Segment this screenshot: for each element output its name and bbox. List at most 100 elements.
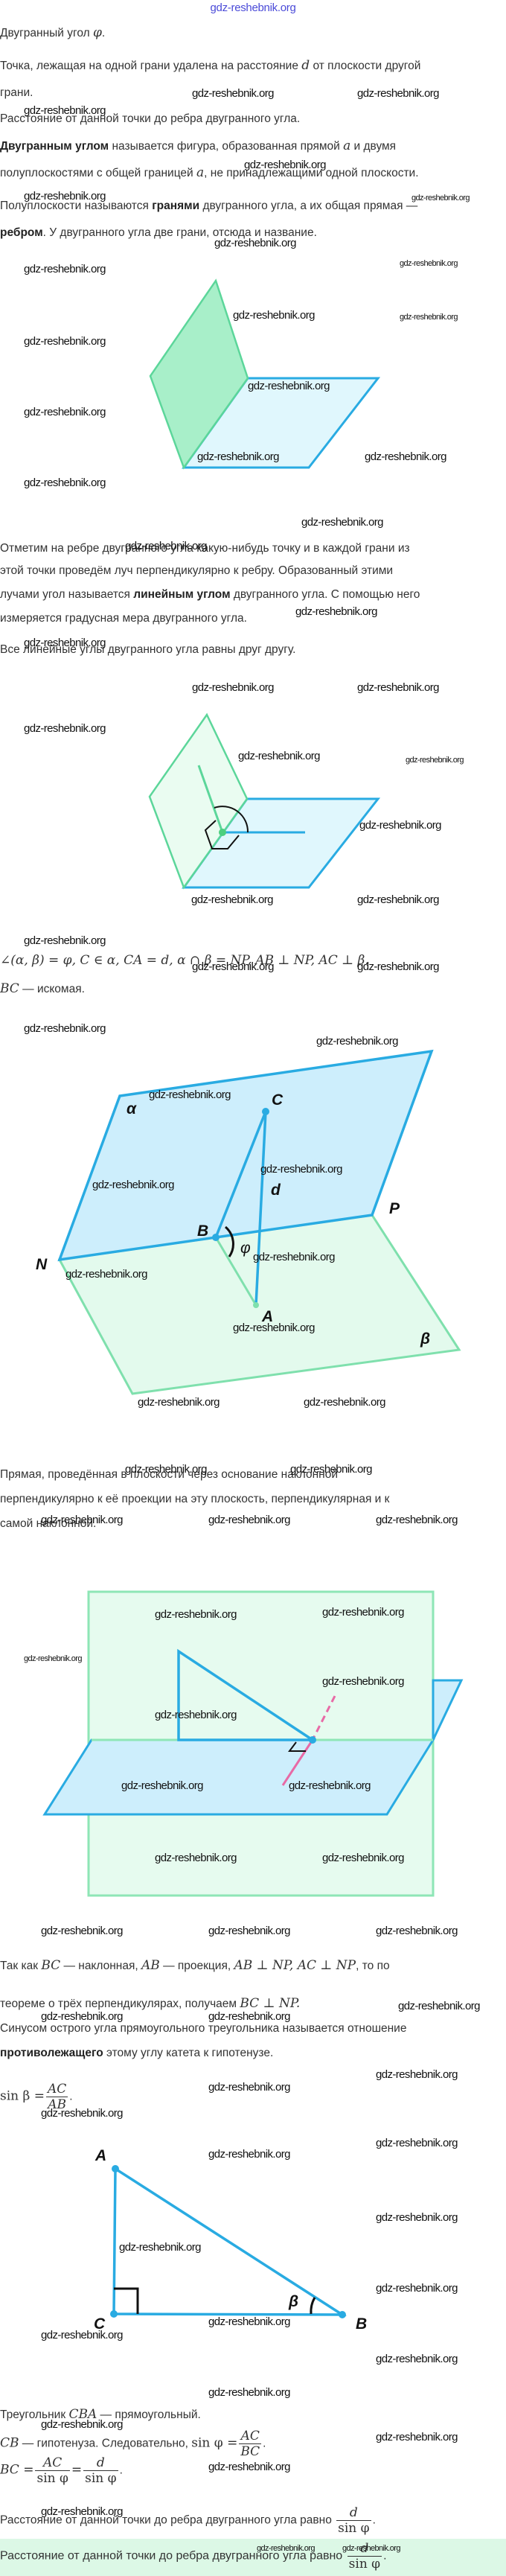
text: этому углу катета к гипотенузе. <box>103 2047 274 2059</box>
text: двугранного угла, а их общая прямая — <box>199 200 418 212</box>
text: Двугранный угол <box>0 27 93 39</box>
watermark: gdz-reshebnik.org <box>208 2010 290 2023</box>
text: грани. <box>0 86 33 99</box>
label-alpha: α <box>126 1100 137 1118</box>
watermark: gdz-reshebnik.org <box>208 2081 290 2094</box>
text: . <box>372 2513 376 2527</box>
watermark: gdz-reshebnik.org <box>24 1654 82 1663</box>
point-B <box>339 2311 346 2318</box>
plane-alpha <box>57 1049 434 1262</box>
watermark: gdz-reshebnik.org <box>208 1925 290 1937</box>
formula-line: CB — гипотенуза. Следовательно, sin φ =A… <box>0 2429 266 2459</box>
point-C <box>110 2310 118 2318</box>
watermark: gdz-reshebnik.org <box>24 1022 106 1035</box>
watermark: gdz-reshebnik.org <box>295 605 377 618</box>
text: двугранного угла. С помощью него <box>230 588 420 601</box>
text: , не принадлежащими одной плоскости. <box>204 167 419 179</box>
text: перпендикулярно к её проекции на эту пло… <box>0 1493 390 1505</box>
point-B <box>212 1234 220 1241</box>
text-line: противолежащего этому углу катета к гипо… <box>0 2046 273 2061</box>
watermark: gdz-reshebnik.org <box>322 1852 404 1864</box>
math: a <box>343 138 351 153</box>
angle-arc <box>214 806 249 833</box>
math: sin φ = <box>191 2435 238 2451</box>
text-line: Треугольник CBA — прямоугольный. <box>0 2407 201 2423</box>
watermark: gdz-reshebnik.org <box>322 1675 404 1688</box>
watermark: gdz-reshebnik.org <box>357 681 439 694</box>
watermark: gdz-reshebnik.org <box>191 893 273 906</box>
term: противолежащего <box>0 2047 103 2059</box>
text: Расстояние от данной точки до ребра двуг… <box>0 2549 346 2563</box>
text: . У двугранного угла две грани, отсюда и… <box>42 226 317 239</box>
text: Синусом острого угла прямоугольного треу… <box>0 2022 407 2035</box>
watermark: gdz-reshebnik.org <box>342 2544 400 2553</box>
text-line: самой наклонной. <box>0 1517 96 1531</box>
text-line: перпендикулярно к её проекции на эту пло… <box>0 1492 389 1507</box>
perpendicular-line-dashed <box>311 1695 336 1741</box>
text-line: теореме о трёх перпендикулярах, получаем… <box>0 1996 300 2012</box>
text: Полуплоскости называются <box>0 200 153 212</box>
segment-CA <box>254 1111 267 1306</box>
watermark: gdz-reshebnik.org <box>24 934 106 947</box>
watermark: gdz-reshebnik.org <box>289 1779 371 1792</box>
watermark: gdz-reshebnik.org <box>316 1035 398 1048</box>
numerator: AC <box>43 2455 63 2470</box>
watermark: gdz-reshebnik.org <box>24 637 106 649</box>
angle-marker <box>204 820 240 849</box>
ray-vertical-face <box>197 765 224 833</box>
watermark: gdz-reshebnik.org <box>192 87 274 100</box>
math: a <box>196 165 205 180</box>
text: от плоскости другой <box>310 60 421 72</box>
watermark: gdz-reshebnik.org <box>400 313 458 322</box>
foot-point <box>309 1736 316 1744</box>
label-P: P <box>389 1200 400 1217</box>
right-angle-marker <box>114 2287 139 2314</box>
right-angle-marker <box>288 1741 306 1752</box>
text-line: Точка, лежащая на одной грани удалена на… <box>0 58 420 74</box>
site-header-logo[interactable]: gdz-reshebnik.org <box>210 1 296 14</box>
text: называется фигура, образованная прямой <box>109 140 344 153</box>
math: φ <box>92 25 102 40</box>
text: Так как <box>0 1960 42 1972</box>
label-B: B <box>356 2315 367 2333</box>
numerator: AC <box>240 2429 260 2443</box>
text: — наклонная, <box>60 1960 141 1972</box>
watermark: gdz-reshebnik.org <box>357 893 439 906</box>
watermark: gdz-reshebnik.org <box>411 194 470 203</box>
watermark: gdz-reshebnik.org <box>304 1396 385 1409</box>
watermark: gdz-reshebnik.org <box>121 1779 203 1792</box>
denominator: BC <box>239 2443 262 2459</box>
watermark: gdz-reshebnik.org <box>376 2353 458 2365</box>
text-line: Все линейные углы двугранного угла равны… <box>0 643 295 657</box>
text-line: Так как BC — наклонная, AB — проекция, A… <box>0 1958 390 1974</box>
watermark: gdz-reshebnik.org <box>41 1925 123 1937</box>
watermark: gdz-reshebnik.org <box>208 2315 290 2328</box>
text-line: измеряется градусная мера двугранного уг… <box>0 611 247 626</box>
watermark: gdz-reshebnik.org <box>138 1396 220 1409</box>
text: Прямая, проведённая в плоскости через ос… <box>0 1468 339 1481</box>
watermark: gdz-reshebnik.org <box>208 2148 290 2161</box>
watermark: gdz-reshebnik.org <box>24 722 106 735</box>
watermark: gdz-reshebnik.org <box>119 2241 201 2254</box>
watermark: gdz-reshebnik.org <box>214 237 296 249</box>
watermark: gdz-reshebnik.org <box>24 263 106 275</box>
watermark: gdz-reshebnik.org <box>155 1709 237 1721</box>
term: гранями <box>152 200 200 212</box>
watermark: gdz-reshebnik.org <box>208 2461 290 2473</box>
text: . <box>263 2437 266 2450</box>
math: = <box>71 2462 83 2478</box>
math: BC <box>41 1958 61 1973</box>
watermark: gdz-reshebnik.org <box>208 2386 290 2399</box>
text: . <box>383 2549 387 2563</box>
label-d: d <box>271 1182 281 1199</box>
point-C <box>262 1108 269 1115</box>
text: — прямоугольный. <box>97 2408 201 2421</box>
watermark: gdz-reshebnik.org <box>41 2418 123 2431</box>
watermark: gdz-reshebnik.org <box>376 2068 458 2081</box>
text: , то по <box>356 1960 390 1972</box>
perpendicular-line <box>281 1739 314 1786</box>
